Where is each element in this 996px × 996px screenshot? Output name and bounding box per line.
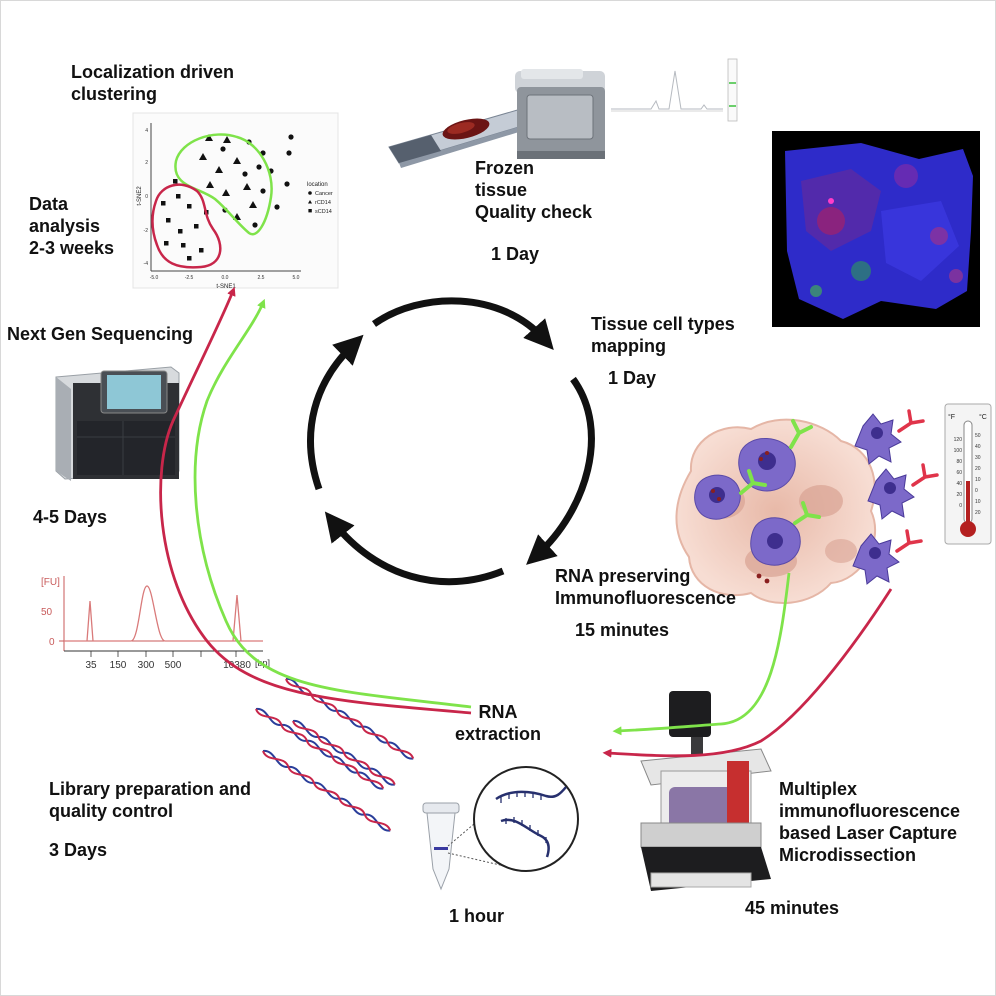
- bioanalyzer-trace: [FU] 50 0 35 150 300 500 10380 [bp]: [41, 576, 270, 671]
- bioanalyzer-xtick: 35: [85, 660, 97, 671]
- thermometer-f-tick: 0: [959, 503, 962, 509]
- bioanalyzer-xtick: 500: [165, 660, 182, 671]
- label-clustering: Localization driven clustering: [71, 62, 235, 104]
- thermometer-f-tick: 20: [956, 492, 962, 498]
- cycle-arrow-top: [371, 297, 554, 350]
- thermometer-c-tick: 0: [975, 488, 978, 494]
- tsne-plot: location Cancer rCD14 sCD14 t-SNE1 t-SNE…: [132, 112, 339, 290]
- tsne-ytick: 2: [145, 160, 148, 166]
- label-if-time: 15 minutes: [575, 620, 670, 640]
- label-lcm-time: 45 minutes: [745, 898, 840, 918]
- thermometer-c-label: °C: [979, 413, 987, 421]
- label-mapping-time: 1 Day: [608, 368, 657, 388]
- label-rna-extraction: RNA extraction: [455, 702, 542, 744]
- label-frozen-time: 1 Day: [491, 244, 540, 264]
- green-lcm-path: [612, 572, 791, 736]
- green-flow-path: [193, 298, 472, 709]
- tsne-xtick: 0.0: [222, 275, 229, 281]
- thermometer-f-tick: 100: [954, 448, 963, 454]
- tsne-legend-title: location: [307, 182, 328, 188]
- tsne-xtick: -5.0: [150, 275, 159, 281]
- flow-paths: [159, 286, 893, 758]
- thermometer-c-tick: 10: [975, 477, 981, 483]
- tsne-xlabel: t-SNE1: [216, 284, 236, 290]
- bioanalyzer-ylabel: [FU]: [41, 577, 60, 588]
- lcm-microscope-icon: [640, 691, 772, 891]
- sequencer-icon: [55, 366, 180, 481]
- qc-instrument-icon: [515, 69, 605, 159]
- tsne-ytick: 4: [145, 128, 148, 134]
- tissue-slide: [388, 108, 533, 168]
- rna-tube-icon: [422, 802, 527, 891]
- label-data-analysis: Data analysis 2-3 weeks: [29, 194, 115, 258]
- dna-helices: [255, 677, 415, 832]
- thermometer-c-tick: 20: [975, 466, 981, 472]
- tsne-legend-item: Cancer: [315, 191, 333, 197]
- tsne-green-cluster: [174, 133, 273, 236]
- tsne-legend-item: rCD14: [315, 200, 331, 206]
- cycle-arrow-right: [526, 376, 595, 565]
- antibody-green: [739, 419, 821, 525]
- tsne-xtick: -2.5: [185, 275, 194, 281]
- tsne-ylabel: t-SNE2: [137, 186, 143, 206]
- thermometer-c-tick: 10: [975, 499, 981, 505]
- thermometer-icon: °F °C 120 100 80 60 40 20 0 50 40 30 20 …: [944, 403, 992, 545]
- red-flow-path: [159, 286, 472, 715]
- free-immune-cells: [852, 409, 939, 585]
- thermometer-f-tick: 80: [956, 459, 962, 465]
- label-mapping: Tissue cell types mapping: [591, 314, 735, 356]
- bioanalyzer-xtick: 150: [110, 660, 127, 671]
- tsne-legend: location Cancer rCD14 sCD14: [307, 182, 333, 215]
- tumor-tissue-illustration: [675, 418, 877, 605]
- label-ngs-time: 4-5 Days: [33, 507, 108, 527]
- red-lcm-path: [602, 588, 893, 758]
- thermometer-c-tick: 40: [975, 444, 981, 450]
- rna-magnifier: [473, 766, 579, 872]
- electropherogram-thumbnail: [607, 57, 738, 122]
- bioanalyzer-ytick: 50: [41, 607, 53, 618]
- label-frozen-tissue: Frozen tissue Quality check: [475, 158, 593, 222]
- thermometer-c-tick: 30: [975, 455, 981, 461]
- thermometer-c-tick: 20: [975, 510, 981, 516]
- bioanalyzer-xtick: 300: [138, 660, 155, 671]
- cycle-arrows: [307, 297, 595, 586]
- label-immunofluorescence: RNA preserving Immunofluorescence: [555, 566, 737, 608]
- bioanalyzer-ytick: 0: [49, 637, 55, 648]
- tsne-xtick: 5.0: [293, 275, 300, 281]
- tsne-ytick: -2: [144, 228, 149, 234]
- tsne-legend-item: sCD14: [315, 209, 332, 215]
- bioanalyzer-xtick: 10380: [223, 660, 251, 671]
- thermometer-f-tick: 120: [954, 437, 963, 443]
- label-ngs: Next Gen Sequencing: [7, 324, 194, 344]
- fluorescence-tissue-image: [772, 131, 980, 327]
- cycle-arrow-bottom: [324, 511, 505, 586]
- thermometer-f-tick: 60: [956, 470, 962, 476]
- tsne-xtick: 2.5: [258, 275, 265, 281]
- cycle-arrow-left: [307, 334, 364, 491]
- label-library: Library preparation and quality control: [49, 779, 252, 821]
- tsne-red-cluster: [151, 183, 222, 269]
- thermometer-f-label: °F: [948, 413, 955, 421]
- tsne-ytick: 0: [145, 194, 148, 200]
- label-library-time: 3 Days: [49, 840, 108, 860]
- label-lcm: Multiplex immunofluorescence based Laser…: [779, 779, 961, 865]
- label-rna-time: 1 hour: [449, 906, 505, 926]
- tsne-ytick: -4: [144, 261, 149, 267]
- thermometer-c-tick: 50: [975, 433, 981, 439]
- thermometer-f-tick: 40: [956, 481, 962, 487]
